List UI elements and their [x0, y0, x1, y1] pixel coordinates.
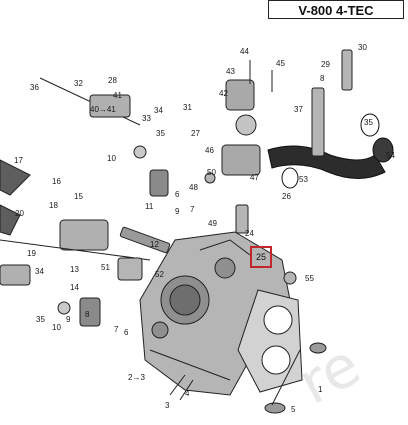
part-callout-label: 10 — [52, 323, 61, 332]
part-callout-label: 13 — [70, 265, 79, 274]
part-callout-label: 6 — [175, 190, 180, 199]
part-callout-label: 29 — [321, 60, 330, 69]
part-callout-label: 4 — [185, 389, 190, 398]
part-callout-label: 1 — [318, 385, 323, 394]
part-callout-label: 2→3 — [128, 373, 145, 382]
part-callout-label: 5 — [291, 405, 296, 414]
part-callout-label: 35 — [36, 315, 45, 324]
part-callout-label: 3 — [165, 401, 170, 410]
part-callout-label: 50 — [207, 168, 216, 177]
part-callout-label: 9 — [175, 207, 180, 216]
part-callout-label: 7 — [190, 205, 195, 214]
part-callout-label: 10 — [107, 154, 116, 163]
part-callout-label: 48 — [189, 183, 198, 192]
part-callout-label: 26 — [282, 192, 291, 201]
part-callout-label: 32 — [74, 79, 83, 88]
part-callout-label: 11 — [145, 202, 154, 211]
part-callout-label: 12 — [150, 240, 159, 249]
part-callout-label: 36 — [30, 83, 39, 92]
part-callout-label: 34 — [154, 106, 163, 115]
part-callout-label: 54 — [386, 151, 395, 160]
part-callout-label: 40→41 — [90, 105, 116, 114]
part-callout-label: 17 — [14, 156, 23, 165]
part-callout-label: 30 — [358, 43, 367, 52]
part-callout-label: 8 — [85, 310, 90, 319]
part-callout-label: 9 — [66, 315, 71, 324]
part-callout-label: 8 — [320, 74, 325, 83]
part-callout-label: 37 — [294, 105, 303, 114]
part-callout-label: 6 — [124, 328, 129, 337]
part-callout-label: 34 — [35, 267, 44, 276]
part-callout-label: 31 — [183, 103, 192, 112]
part-callout-label: 44 — [240, 47, 249, 56]
part-callout-label: 53 — [299, 175, 308, 184]
part-callout-label: 28 — [108, 76, 117, 85]
highlighted-part-callout[interactable]: 25 — [250, 246, 272, 268]
highlighted-part-number: 25 — [255, 252, 266, 262]
part-callout-label: 33 — [142, 114, 151, 123]
part-callout-label: 24 — [245, 229, 254, 238]
part-callout-label: 27 — [191, 129, 200, 138]
model-title: V-800 4-TEC — [298, 3, 374, 18]
part-callout-label: 46 — [205, 146, 214, 155]
part-callout-label: 45 — [276, 59, 285, 68]
part-callout-label: 20 — [15, 209, 24, 218]
valve-springs — [57, 145, 169, 327]
camshaft — [0, 159, 171, 254]
part-callout-label: 18 — [49, 201, 58, 210]
part-callout-label: 43 — [226, 67, 235, 76]
part-callout-label: 35 — [364, 118, 373, 127]
part-callout-label: 35 — [156, 129, 165, 138]
model-title-box: V-800 4-TEC — [268, 0, 404, 19]
part-callout-label: 55 — [305, 274, 314, 283]
part-callout-label: 16 — [52, 177, 61, 186]
part-callout-label: 42 — [219, 89, 228, 98]
small-hardware — [117, 49, 353, 285]
part-callout-label: 51 — [101, 263, 110, 272]
part-callout-label: 52 — [155, 270, 164, 279]
part-callout-label: 15 — [74, 192, 83, 201]
thermostat-housing — [221, 60, 273, 176]
valves — [169, 342, 327, 414]
part-callout-label: 41 — [113, 91, 122, 100]
head-gasket — [237, 289, 303, 393]
coolant-hose — [267, 113, 394, 189]
part-callout-label: 49 — [208, 219, 217, 228]
part-callout-label: 47 — [250, 173, 259, 182]
part-callout-label: 14 — [70, 283, 79, 292]
part-callout-label: 19 — [27, 249, 36, 258]
part-callout-label: 7 — [114, 325, 119, 334]
rocker-arm-assembly — [0, 77, 151, 286]
